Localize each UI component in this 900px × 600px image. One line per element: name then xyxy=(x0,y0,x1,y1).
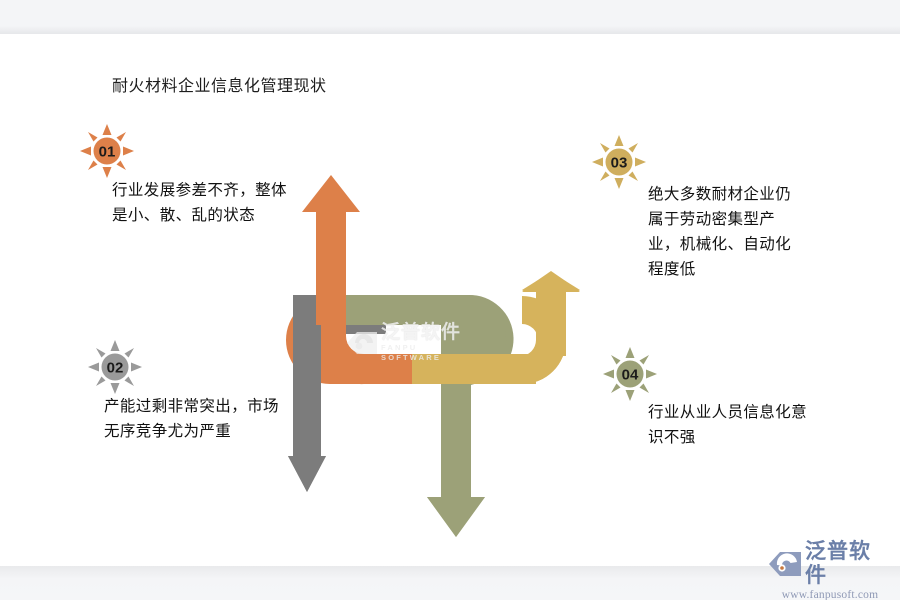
item-04-text: 行业从业人员信息化意识不强 xyxy=(648,404,808,446)
fanpu-logo: 泛普软件 www.fanpusoft.com xyxy=(768,540,892,600)
center-watermark: 泛普软件 FANPU SOFTWARE xyxy=(345,322,473,364)
page-title: 耐火材料企业信息化管理现状 xyxy=(112,78,327,95)
center-watermark-en: FANPU SOFTWARE xyxy=(381,343,442,362)
junction-overlay xyxy=(288,207,580,537)
logo-url-text: www.fanpusoft.com xyxy=(781,589,879,600)
center-watermark-cn: 泛普软件 xyxy=(381,322,462,343)
badge-04-sun-icon: 04 xyxy=(603,347,657,401)
logo-cn-text: 泛普软件 xyxy=(805,540,871,587)
badge-02-sun-icon: 02 xyxy=(88,340,142,394)
badge-01-number: 01 xyxy=(99,144,116,161)
badge-04-number: 04 xyxy=(622,367,639,384)
page-chrome-bottom-band xyxy=(0,566,900,600)
fanpu-logo-icon xyxy=(768,549,802,579)
item-02-text: 产能过剩非常突出，市场无序竞争尤为严重 xyxy=(104,398,279,440)
badge-01-sun-icon: 01 xyxy=(80,124,134,178)
badge-02-number: 02 xyxy=(107,360,124,377)
item-03-text: 绝大多数耐材企业仍属于劳动密集型产业，机械化、自动化程度低 xyxy=(648,186,792,278)
badge-03-number: 03 xyxy=(611,155,628,172)
badge-03-sun-icon: 03 xyxy=(592,135,646,189)
item-01-text: 行业发展参差不齐，整体是小、散、乱的状态 xyxy=(112,182,287,224)
page-chrome-top-band xyxy=(0,0,900,34)
fanpu-logo-icon xyxy=(345,328,379,358)
